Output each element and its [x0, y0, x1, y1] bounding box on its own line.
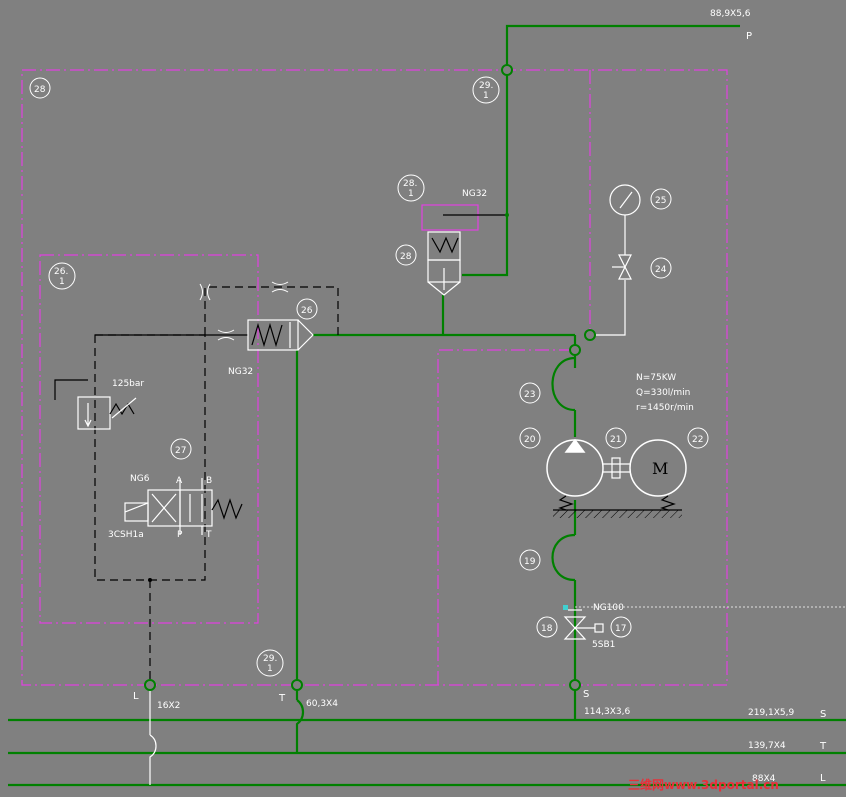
- coupling-21: [603, 457, 630, 479]
- callout-29-bot-b: 1: [267, 664, 273, 674]
- callouts: [29, 76, 709, 677]
- pilot-top: [204, 286, 339, 335]
- port-l-label: L: [133, 691, 139, 702]
- ssb-label: 5SB1: [592, 640, 615, 650]
- ng6-label: NG6: [130, 474, 150, 484]
- frame-26-1: [39, 254, 259, 624]
- line-hose-19: [551, 533, 576, 582]
- junction-gauge: [584, 329, 596, 341]
- ng100-label: NG100: [593, 603, 624, 613]
- junction-t: [291, 679, 303, 691]
- line-hose-23: [551, 356, 576, 412]
- frame-pump-unit: [437, 349, 575, 685]
- callout-25: 25: [655, 196, 666, 206]
- watermark: 三维网www.3dportal.cn: [628, 777, 779, 792]
- ng32-left-label: NG32: [228, 367, 253, 377]
- callout-18: 18: [541, 624, 553, 634]
- callout-28-frame: 28: [34, 85, 46, 95]
- callout-21: 21: [610, 435, 621, 445]
- callout-19: 19: [524, 557, 536, 567]
- junction-top: [501, 64, 513, 76]
- callout-28-1-a: 28.: [403, 179, 417, 189]
- port-t-size: 60,3X4: [306, 699, 338, 709]
- callout-26-1-a: 26.: [54, 267, 68, 277]
- port-t-main-label: T: [278, 693, 286, 704]
- callout-23: 23: [524, 390, 535, 400]
- valve-26: [247, 319, 314, 351]
- line-t-label: T: [819, 741, 827, 752]
- junction-s: [569, 679, 581, 691]
- junctions: [144, 64, 596, 691]
- port-b-label: B: [206, 476, 212, 486]
- junction-bus-dot: [505, 213, 509, 217]
- port-t-label: T: [205, 530, 212, 540]
- line-p-label: P: [746, 31, 752, 42]
- callout-29-top-a: 29.: [479, 81, 493, 91]
- callout-20: 20: [524, 435, 536, 445]
- directional-valve-ng6: [124, 478, 243, 535]
- port-a-label: A: [176, 476, 183, 486]
- spec-speed: r=1450r/min: [636, 403, 694, 413]
- callout-29-bot-a: 29.: [263, 654, 277, 664]
- line-s-size: 219,1X5,9: [748, 708, 795, 718]
- leak-line: [149, 685, 157, 785]
- callout-22: 22: [692, 435, 703, 445]
- port-l-size: 16X2: [157, 701, 180, 711]
- port-p-label: P: [177, 530, 183, 540]
- port-s-label: S: [583, 689, 589, 700]
- line-gauge-feed: [590, 280, 626, 336]
- relief-valve-small: [77, 396, 137, 430]
- motor-label: M: [652, 459, 668, 478]
- frame-28: [21, 69, 728, 686]
- callout-29-top-b: 1: [483, 91, 489, 101]
- frame-28-1-cap: [421, 204, 479, 231]
- pilot-frame-27: [94, 334, 206, 581]
- callout-28: 28: [400, 252, 412, 262]
- pressure-gauge-25: [609, 184, 641, 216]
- callout-26: 26: [301, 306, 313, 316]
- pump-20: [546, 438, 604, 497]
- pilot-lines-solid: [54, 214, 507, 400]
- port-s-size: 114,3X3,6: [584, 707, 631, 717]
- orifices: [199, 281, 289, 341]
- assembly-frames: [21, 69, 728, 686]
- callout-28-1-b: 1: [408, 189, 414, 199]
- relief-valve-28: [427, 231, 461, 296]
- junction-pilot-dot: [148, 578, 152, 582]
- spec-flow: Q=330l/min: [636, 388, 690, 398]
- line-pressure-header: [462, 70, 509, 277]
- callout-17: 17: [615, 624, 626, 634]
- ng32-top-label: NG32: [462, 189, 487, 199]
- callout-24: 24: [655, 265, 667, 275]
- motor-22: [629, 439, 687, 497]
- junction-l: [144, 679, 156, 691]
- callout-26-1-b: 1: [59, 277, 65, 287]
- line-p-main: [505, 24, 740, 70]
- pressure-label: 125bar: [112, 379, 144, 389]
- solenoid-label: 3CSH1a: [108, 530, 144, 540]
- line-p-size: 88,9X5,6: [710, 9, 751, 19]
- junction-pump: [569, 344, 581, 356]
- line-l-size: 88X4: [752, 774, 776, 784]
- gauge-valve-24: [612, 254, 632, 280]
- motor-base: [553, 495, 682, 518]
- callout-27: 27: [175, 446, 186, 456]
- ball-valve-18: [563, 609, 604, 640]
- line-tank-cross: [295, 699, 305, 753]
- switch-marker: [563, 605, 568, 610]
- main-lines: [8, 24, 846, 787]
- line-l-label: L: [820, 773, 826, 784]
- spec-power: N=75KW: [636, 373, 676, 383]
- line-t-size: 139,7X4: [748, 741, 786, 751]
- line-s-label: S: [820, 709, 826, 720]
